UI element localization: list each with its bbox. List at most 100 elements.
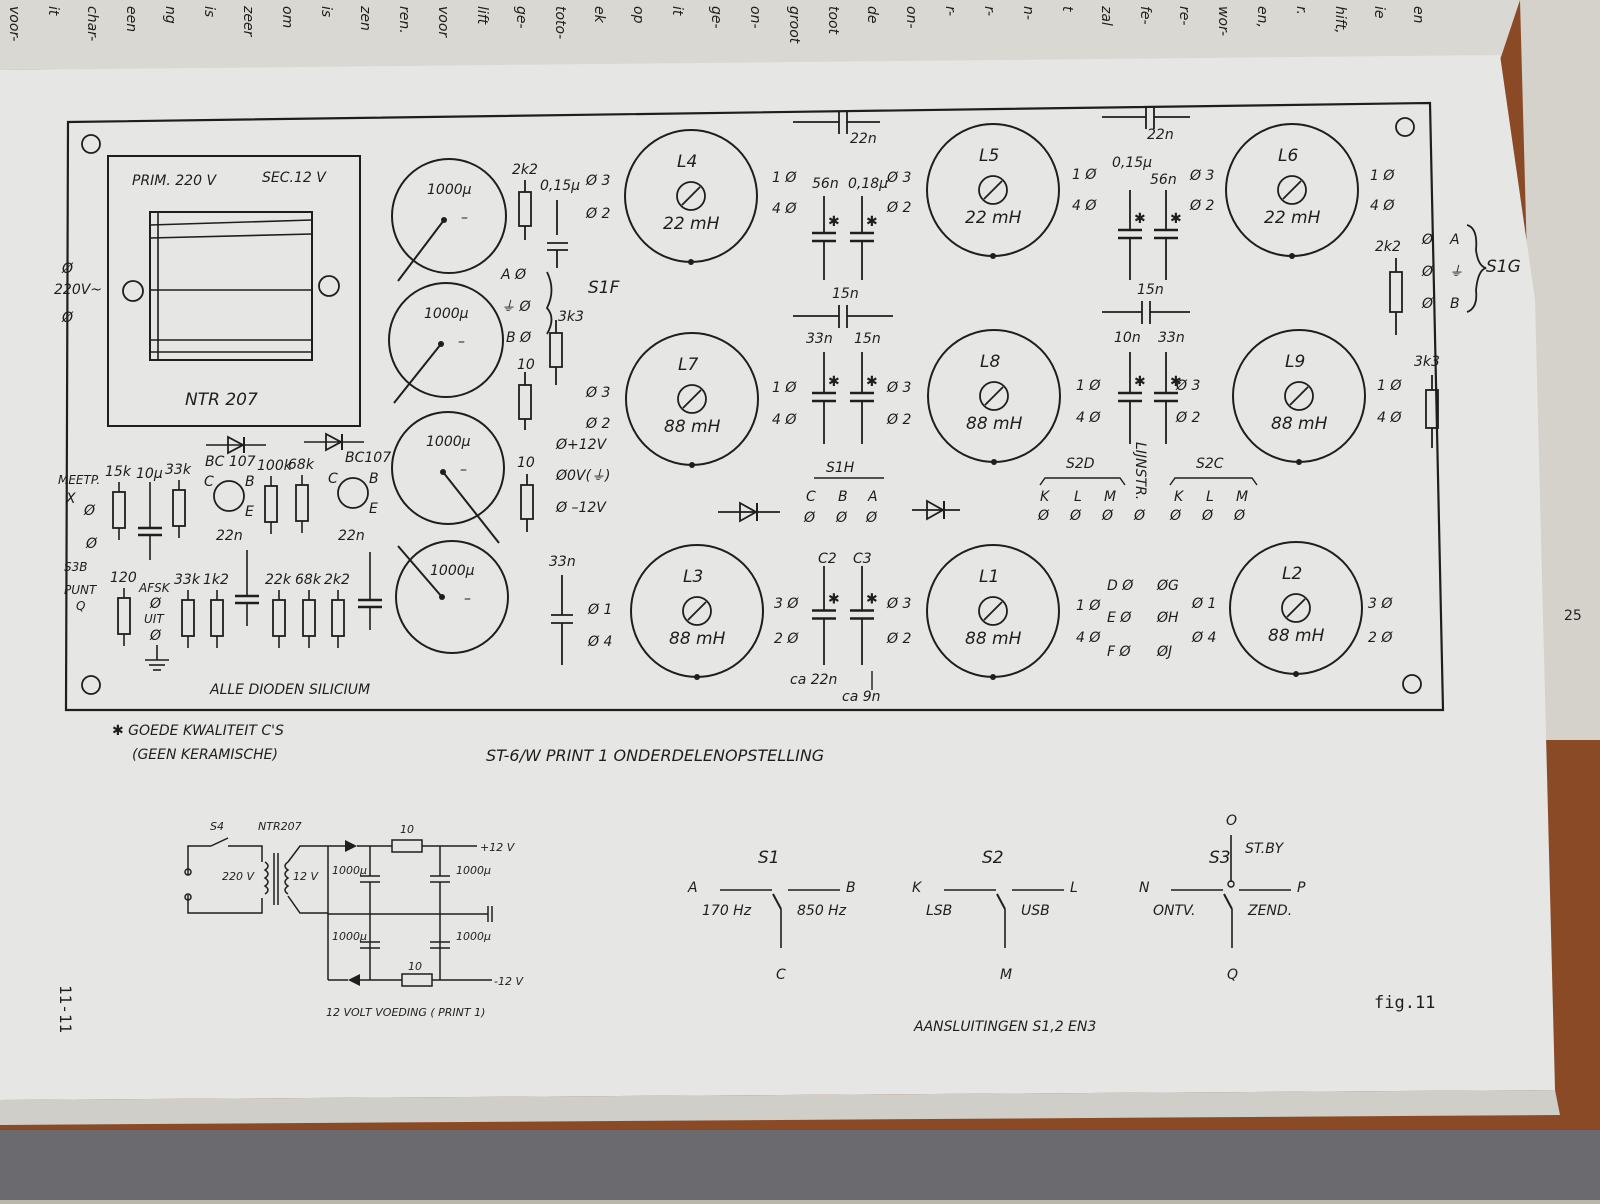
resistor-value: 68k bbox=[288, 457, 315, 473]
resistor-value: 1k2 bbox=[203, 572, 229, 588]
page-fragment: char- bbox=[84, 6, 100, 41]
coil-name: L3 bbox=[683, 567, 703, 587]
label-2k2: 2k2 bbox=[512, 162, 538, 178]
s2d-l: L bbox=[1074, 489, 1082, 505]
electrolytic-value: 1000µ bbox=[424, 306, 469, 322]
coil-slug bbox=[676, 181, 706, 211]
s2d-m: M bbox=[1104, 489, 1116, 505]
coil-slot bbox=[682, 389, 702, 409]
label-ca22n: ca 22n bbox=[790, 672, 837, 688]
cap-star: ✱ bbox=[1134, 211, 1146, 227]
psu-diode bbox=[348, 974, 360, 986]
label-2k2: 2k2 bbox=[1375, 239, 1401, 255]
switch-left: 170 Hz bbox=[702, 903, 752, 919]
switch-lever bbox=[772, 893, 782, 910]
terminal-1: 1 Ø bbox=[1072, 167, 1097, 183]
s2c-pin: Ø bbox=[1233, 508, 1246, 524]
terminal-3: Ø 3 bbox=[886, 596, 911, 612]
page-fragment: t bbox=[1059, 6, 1075, 12]
s2d-k: K bbox=[1040, 489, 1051, 505]
top-capacitors bbox=[793, 106, 1190, 328]
electrolytic-capacitor bbox=[391, 411, 505, 525]
psu-cap: 1000µ bbox=[332, 930, 367, 943]
cap-star: ✱ bbox=[1170, 211, 1182, 227]
coil-pin bbox=[688, 259, 694, 265]
terminal-4: Ø 4 bbox=[1191, 630, 1216, 646]
coil-pin bbox=[1296, 459, 1302, 465]
coil-name: L9 bbox=[1285, 352, 1305, 372]
terminal-2: Ø 2 bbox=[585, 416, 610, 432]
terminal-3: 3 Ø bbox=[774, 596, 799, 612]
cap-star: ✱ bbox=[828, 592, 840, 608]
resistor-value: 15k bbox=[105, 464, 132, 480]
switch-pin bbox=[1227, 880, 1235, 888]
electrolytic-lead bbox=[397, 545, 443, 598]
power-minus12: Ø –12V bbox=[555, 500, 607, 516]
psu-caption: 12 VOLT VOEDING ( PRINT 1) bbox=[326, 1006, 485, 1019]
resistor-value: 22k bbox=[265, 572, 292, 588]
page-fragment: r. bbox=[1293, 6, 1309, 15]
s2d-d: D Ø bbox=[1107, 578, 1134, 594]
page-fragment: en bbox=[1410, 6, 1426, 24]
cap-star: ✱ bbox=[828, 214, 840, 230]
resistor-value: 120 bbox=[110, 570, 137, 586]
main-page bbox=[0, 55, 1555, 1100]
terminal-2: Ø 2 bbox=[886, 200, 911, 216]
s1h-pin: Ø bbox=[803, 510, 816, 526]
mounting-hole bbox=[1402, 674, 1422, 694]
s2c-pin: Ø bbox=[1201, 508, 1214, 524]
label-015u: 0,15µ bbox=[540, 178, 580, 194]
coil-value: 22 mH bbox=[1264, 208, 1321, 228]
diode-note: ALLE DIODEN SILICIUM bbox=[209, 682, 370, 698]
cap-22n: 22n bbox=[850, 131, 877, 147]
electrolytic-minus: – bbox=[464, 591, 471, 607]
coil-slug bbox=[1277, 175, 1307, 205]
transformer-type: NTR 207 bbox=[185, 390, 258, 410]
psu-diode bbox=[345, 840, 357, 852]
s1h-c: C bbox=[806, 489, 816, 505]
page-fragment: ng bbox=[162, 6, 178, 24]
page-fragment: r- bbox=[981, 6, 997, 16]
transistor-e: E bbox=[245, 504, 254, 520]
s2c-label: S2C bbox=[1196, 456, 1224, 472]
page-fragment: it bbox=[45, 6, 61, 16]
coil-slug bbox=[978, 175, 1008, 205]
coil-name: L1 bbox=[979, 567, 999, 587]
cap-10n: 10n bbox=[1114, 330, 1141, 346]
switch-b: B bbox=[846, 880, 856, 896]
resistor-value: 68k bbox=[295, 572, 322, 588]
terminal-4: 4 Ø bbox=[1076, 410, 1101, 426]
coil-slug bbox=[677, 384, 707, 414]
cap-22n: 22n bbox=[1147, 127, 1174, 143]
cap-value: 10µ bbox=[136, 466, 163, 482]
coil-slug bbox=[682, 596, 712, 626]
cap-star: ✱ bbox=[866, 214, 878, 230]
coil-name: L6 bbox=[1278, 146, 1298, 166]
terminal-4: 4 Ø bbox=[772, 201, 797, 217]
terminal-1: 1 Ø bbox=[772, 170, 797, 186]
s1h-pin: Ø bbox=[835, 510, 848, 526]
coil-slug bbox=[978, 596, 1008, 626]
switch-stby: ST.BY bbox=[1245, 841, 1285, 857]
pin: Ø bbox=[149, 628, 162, 644]
page-fragment: voor bbox=[435, 6, 451, 38]
mounting-hole bbox=[318, 275, 340, 297]
coil-value: 88 mH bbox=[966, 414, 1023, 434]
page-fragment: on- bbox=[903, 6, 919, 29]
meetp-label: MEETP. bbox=[58, 473, 100, 487]
page-fragment: on- bbox=[747, 6, 763, 29]
page-fragment: en, bbox=[1254, 6, 1270, 28]
coil-value: 22 mH bbox=[965, 208, 1022, 228]
coil-slug bbox=[979, 381, 1009, 411]
s1g-gnd: ⏚ bbox=[1449, 264, 1463, 280]
psu-plus12: +12 V bbox=[480, 841, 516, 854]
page-fragment: om bbox=[279, 6, 295, 28]
electrolytic-pin bbox=[439, 594, 445, 600]
page-fragment: ie bbox=[1371, 6, 1387, 19]
connections-caption: AANSLUITINGEN S1,2 EN3 bbox=[913, 1019, 1096, 1035]
s1g-b: B bbox=[1450, 296, 1460, 312]
label-c2: C2 bbox=[818, 551, 837, 567]
transistor bbox=[337, 477, 369, 509]
